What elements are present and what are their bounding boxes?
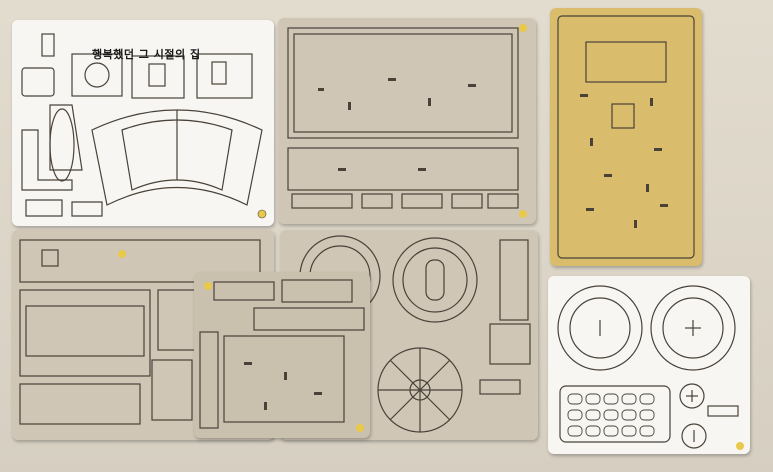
wheel-board-cut-pattern — [557, 285, 744, 450]
white-board-cut-pattern — [21, 33, 267, 219]
white-board-bottom-right — [548, 276, 750, 454]
grey-board-bottom-left-cut-pattern — [19, 239, 261, 425]
grey-board-top-middle — [278, 18, 536, 224]
yellow-board-top-right — [550, 8, 702, 266]
grey-board-small-overlap — [194, 272, 370, 438]
grey-board-top-cut-pattern — [287, 24, 527, 218]
kit-title-label: 행복했던 그 시절의 집 — [92, 48, 201, 61]
yellow-board-cut-pattern — [557, 15, 695, 259]
white-board-top-left: 행복했던 그 시절의 집 — [12, 20, 274, 226]
small-board-cut-pattern — [199, 279, 365, 432]
